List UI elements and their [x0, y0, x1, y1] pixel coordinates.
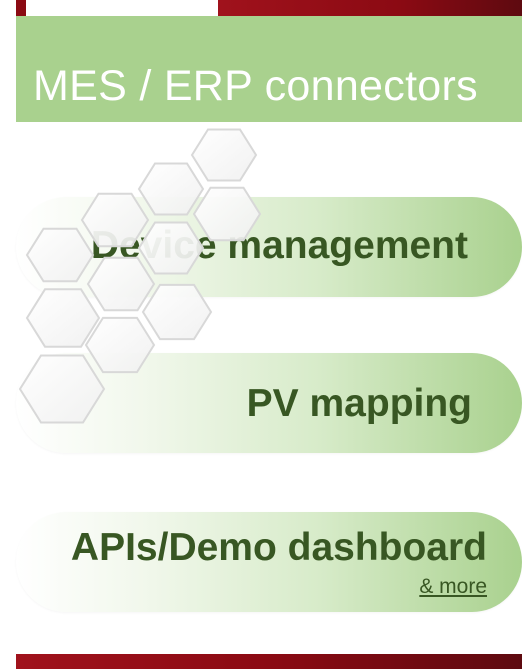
- page-title: MES / ERP connectors: [33, 62, 478, 110]
- pill-apis-demo-dashboard[interactable]: APIs/Demo dashboard & more: [16, 512, 522, 612]
- header-band: MES / ERP connectors: [16, 16, 522, 122]
- bottom-accent-bar: [16, 654, 522, 669]
- hexagon-shape: [190, 128, 258, 182]
- pill-device-management[interactable]: Device management: [16, 197, 522, 297]
- more-link[interactable]: & more: [419, 575, 487, 598]
- pill-label-pv-mapping: PV mapping: [246, 382, 472, 425]
- top-accent-bar-left: [16, 0, 26, 16]
- pill-pv-mapping[interactable]: PV mapping: [16, 353, 522, 453]
- pill-label-apis-demo-dashboard: APIs/Demo dashboard: [70, 526, 487, 569]
- pill-label-device-management: Device management: [90, 224, 468, 267]
- top-accent-bar-right: [218, 0, 522, 16]
- hexagon-shape: [25, 288, 101, 348]
